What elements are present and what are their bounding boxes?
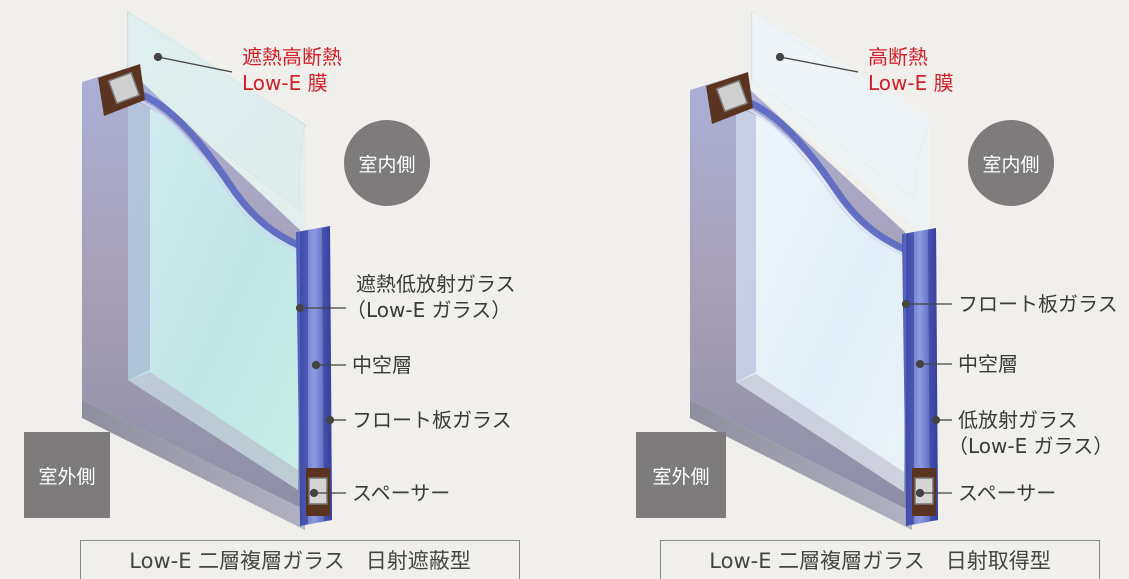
right-glass-unit — [690, 11, 938, 530]
right-glass2-label-line1: 低放射ガラス — [958, 408, 1078, 432]
left-coating-label-line1: 遮熱高断熱 — [242, 45, 342, 69]
left-hollow-label: 中空層 — [352, 353, 412, 377]
right-spacer-label: スペーサー — [958, 481, 1057, 505]
right-coating-label-line2: Low-E 膜 — [868, 71, 954, 95]
left-spacer-label: スペーサー — [352, 481, 451, 505]
right-hollow-label: 中空層 — [958, 352, 1018, 376]
left-leader-lines — [153, 52, 346, 498]
left-spacer-top — [98, 64, 145, 116]
right-glass1-label: フロート板ガラス — [958, 292, 1118, 316]
left-caption: Low-E 二層複層ガラス 日射遮蔽型 — [80, 540, 520, 579]
right-spacer-top — [706, 72, 753, 124]
left-glass1-label-line1: 遮熱低放射ガラス — [356, 272, 516, 296]
left-glass2-label: フロート板ガラス — [352, 408, 512, 432]
left-outdoor-badge: 室外側 — [24, 432, 110, 518]
right-coating-label-line1: 高断熱 — [868, 45, 928, 69]
left-glass-unit — [82, 11, 332, 530]
left-indoor-badge: 室内側 — [344, 120, 430, 206]
right-caption: Low-E 二層複層ガラス 日射取得型 — [660, 540, 1100, 579]
right-indoor-badge: 室内側 — [968, 120, 1054, 206]
right-glass2-label-line2: （Low-E ガラス） — [948, 434, 1114, 458]
left-glass1-label-line2: （Low-E ガラス） — [346, 298, 512, 322]
left-coating-label-line2: Low-E 膜 — [242, 71, 328, 95]
right-leader-lines — [775, 52, 952, 498]
right-outdoor-badge: 室外側 — [636, 432, 726, 518]
